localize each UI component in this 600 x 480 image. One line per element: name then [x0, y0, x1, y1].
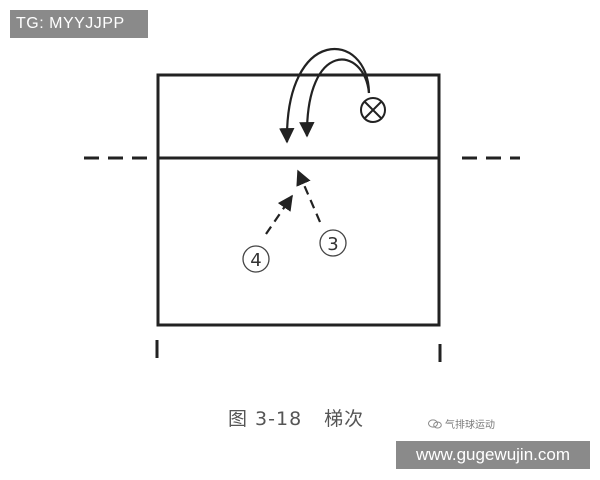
player-4-label: 4 — [250, 250, 261, 271]
move-arrow-player-4 — [265, 194, 293, 235]
player-marker-3: 3 — [319, 229, 347, 257]
serve-arc-inner — [299, 58, 371, 138]
court-outline — [156, 73, 441, 327]
figure-title: 梯次 — [324, 408, 365, 430]
wechat-source: 气排球运动 — [428, 416, 495, 431]
watermark-bottom: www.gugewujin.com — [396, 441, 590, 469]
serve-target-icon — [360, 97, 386, 123]
figure-caption: 图 3-18 梯次 — [228, 404, 364, 431]
wechat-icon — [428, 418, 442, 428]
watermark-top: TG: MYYJJPP — [10, 10, 148, 38]
figure-label: 图 3-18 — [228, 408, 303, 430]
serve-arc-outer — [279, 48, 371, 144]
player-3-label: 3 — [327, 234, 338, 255]
move-arrow-player-3 — [296, 169, 322, 223]
wechat-label: 气排球运动 — [445, 420, 495, 431]
player-marker-4: 4 — [242, 245, 270, 273]
